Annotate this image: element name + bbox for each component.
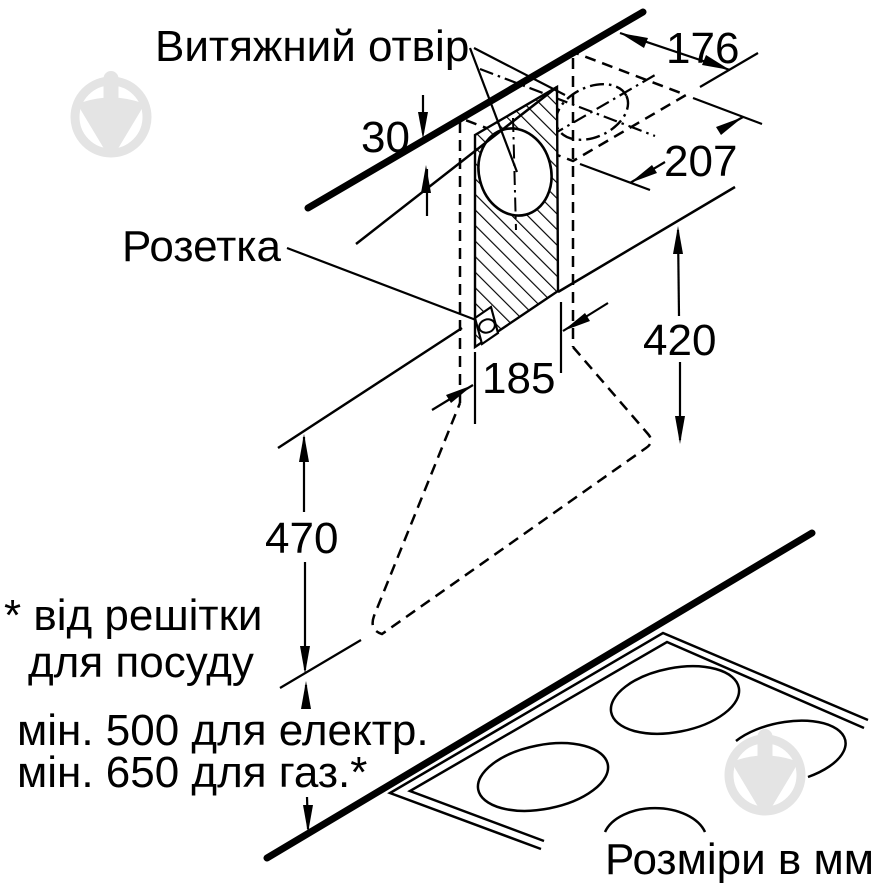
arrow-upright-icon xyxy=(446,385,473,403)
dim-207-value: 207 xyxy=(664,137,737,186)
exhaust-opening-leader-wall xyxy=(468,47,519,173)
leader-lines xyxy=(286,47,566,322)
dim-176-value: 176 xyxy=(666,24,739,73)
footnote-line1: * від решітки xyxy=(4,591,262,640)
watermark-trowel-icon xyxy=(729,729,801,811)
wall-lines xyxy=(277,8,736,450)
arrow-down-icon xyxy=(675,416,685,444)
cooktop xyxy=(263,529,869,862)
text-labels: Витяжний отвір 30 176 207 Розетка 185 42… xyxy=(4,22,874,884)
dim-207-extension xyxy=(579,162,651,192)
min-gas-label: мін. 650 для газ.* xyxy=(17,748,367,797)
wall-lower-line-left xyxy=(277,326,463,450)
hood-hidden-outline xyxy=(371,58,653,636)
arrow-up-icon xyxy=(673,226,683,254)
dim-420-value: 420 xyxy=(643,316,716,365)
arrow-downleft-icon xyxy=(630,165,657,183)
arrow-up-icon xyxy=(421,165,431,193)
wall-top-line xyxy=(355,86,558,245)
countertop-line-thick xyxy=(263,529,816,862)
cooktop-inner-border xyxy=(407,640,865,843)
arrow-up-icon xyxy=(299,434,309,462)
socket-symbol-circle xyxy=(478,318,496,334)
exhaust-opening-leader-ceiling xyxy=(473,47,566,96)
dimension-arrowheads xyxy=(299,33,743,833)
dim-185-value: 185 xyxy=(482,354,555,403)
hood-canopy-dashed xyxy=(371,346,653,636)
footnote-line2: для посуду xyxy=(28,638,254,687)
burner-arc xyxy=(735,719,847,779)
dim-176-extension xyxy=(699,52,759,88)
wall-lower-line-right xyxy=(557,185,736,294)
exhaust-opening-label: Витяжний отвір xyxy=(155,22,469,71)
grate-level-tick xyxy=(279,639,362,689)
arrow-down-icon xyxy=(418,112,428,139)
arrow-down-icon xyxy=(303,805,313,833)
arrow-upleft-icon xyxy=(620,33,648,48)
ceiling-line-thick xyxy=(304,8,647,212)
socket-leader xyxy=(286,246,477,322)
cooktop-outer-border xyxy=(387,631,869,851)
dim-207-extension xyxy=(692,96,763,126)
arrow-down-icon xyxy=(300,646,310,674)
socket-label: Розетка xyxy=(122,222,281,271)
dim-470-value: 470 xyxy=(265,514,338,563)
wall-hole-centerline xyxy=(512,117,517,231)
arrow-upright-icon xyxy=(716,117,743,135)
burner-ellipse xyxy=(476,741,610,813)
dim-30-value: 30 xyxy=(361,113,410,162)
mounting-plate xyxy=(473,84,560,350)
min-electric-label: мін. 500 для електр. xyxy=(17,706,429,755)
arrow-downright-icon xyxy=(702,55,730,70)
arrow-up-icon xyxy=(301,681,311,709)
units-note: Розміри в мм xyxy=(605,835,874,884)
duct-centerline-width xyxy=(527,74,656,150)
watermark-trowel-icon xyxy=(75,71,147,153)
duct-centerline-depth xyxy=(479,67,656,138)
arrow-downleft-icon xyxy=(563,313,590,331)
burner-arc xyxy=(603,806,707,833)
burner-ellipse xyxy=(609,664,741,736)
